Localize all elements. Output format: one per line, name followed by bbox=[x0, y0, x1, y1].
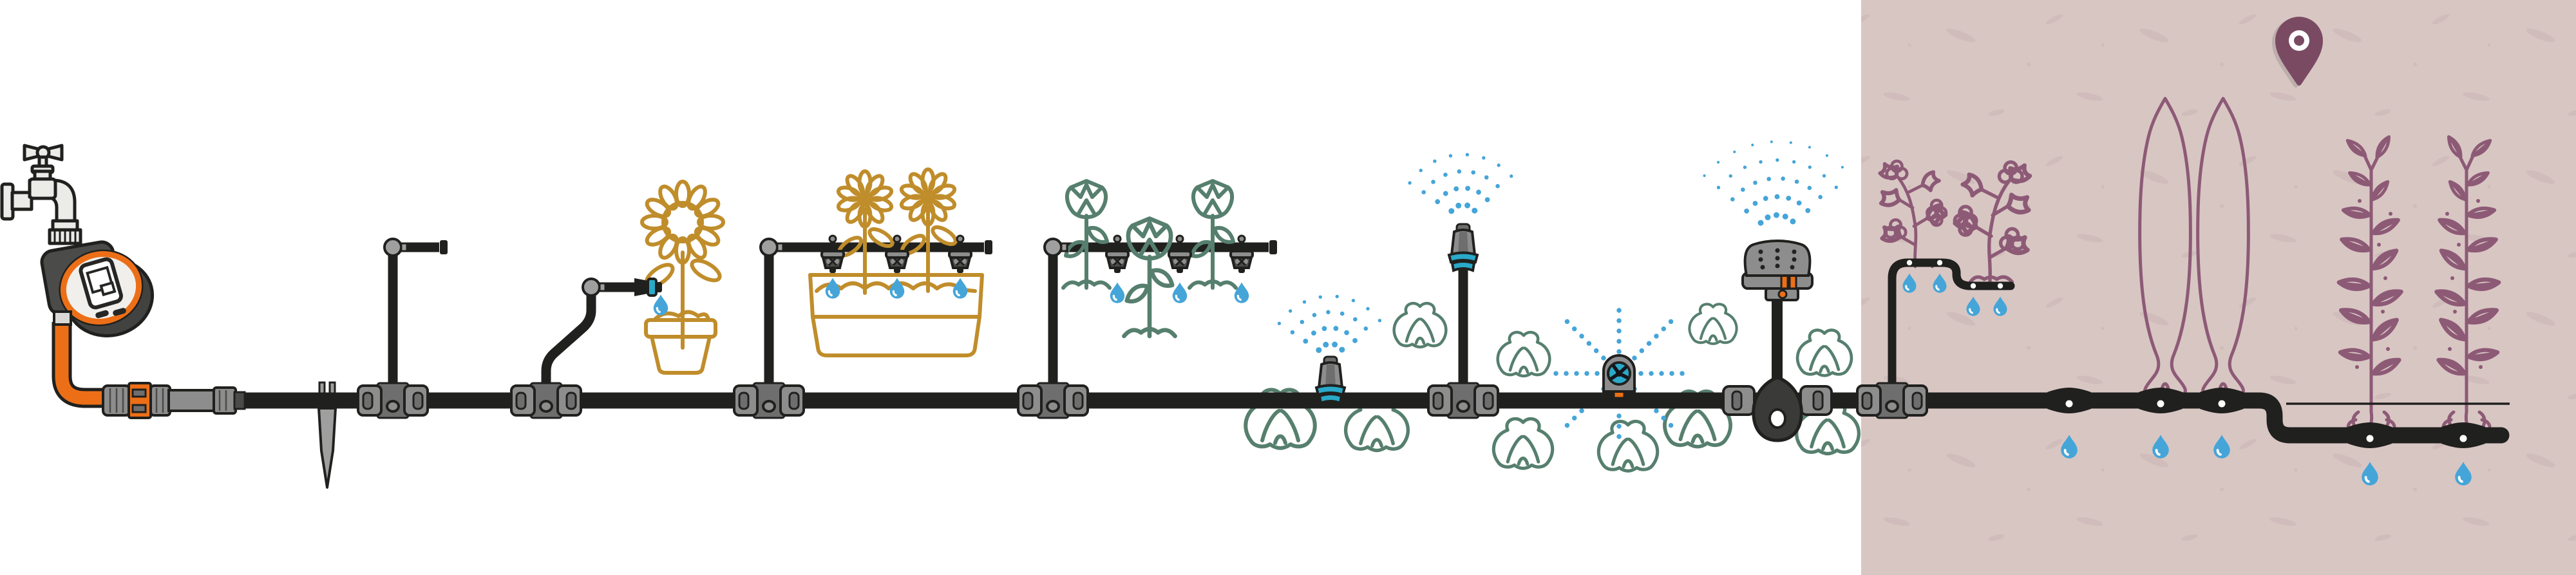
multi-area-sprinkler bbox=[1722, 240, 1833, 442]
timer-button bbox=[95, 310, 109, 319]
main-supply-pipe bbox=[227, 392, 2510, 444]
inline-drip-emitter bbox=[2441, 422, 2485, 448]
flower-pot bbox=[644, 310, 717, 375]
inline-drip-emitter bbox=[2200, 388, 2244, 413]
water-tap bbox=[0, 144, 82, 245]
water-spray bbox=[1703, 140, 1852, 226]
pipe-t-connector bbox=[1856, 382, 1928, 419]
timer-display bbox=[79, 257, 126, 319]
drip-hole bbox=[1970, 283, 1976, 289]
pipe-t-connector bbox=[733, 382, 805, 419]
inline-drip-emitter bbox=[2047, 388, 2091, 413]
location-pin-icon bbox=[2272, 17, 2323, 88]
endline-dripper bbox=[634, 278, 662, 297]
pipe-end-cap bbox=[1269, 240, 1277, 254]
drip-line bbox=[1888, 258, 2015, 410]
riser-potplant-branch bbox=[541, 282, 640, 411]
balcony-flower-box bbox=[808, 169, 984, 357]
pipe-t-connector bbox=[357, 382, 429, 419]
raised-spray-nozzle bbox=[1448, 223, 1479, 272]
potted-sunflower bbox=[640, 180, 725, 375]
water-spray bbox=[1277, 294, 1384, 353]
rotating-sprinkler bbox=[1602, 354, 1636, 399]
pipe-t-connector bbox=[1427, 382, 1499, 419]
inline-drip-emitter bbox=[2139, 388, 2183, 413]
pipe-t-connector bbox=[1017, 382, 1089, 419]
spray-nozzle bbox=[1315, 355, 1346, 404]
drip-hole bbox=[1937, 259, 1943, 266]
pipe-end-cap bbox=[440, 240, 448, 254]
drip-hole bbox=[1906, 259, 1913, 266]
water-spray bbox=[1408, 153, 1519, 214]
timer-button bbox=[113, 308, 126, 316]
hose-quick-connector bbox=[102, 382, 246, 419]
supply-hose bbox=[52, 322, 107, 408]
water-timer bbox=[40, 240, 155, 337]
pipe-end-cap bbox=[985, 240, 992, 254]
inline-drip-emitter bbox=[2348, 422, 2392, 448]
pipe-t-connector bbox=[510, 382, 582, 419]
drip-hole bbox=[1997, 283, 2003, 289]
